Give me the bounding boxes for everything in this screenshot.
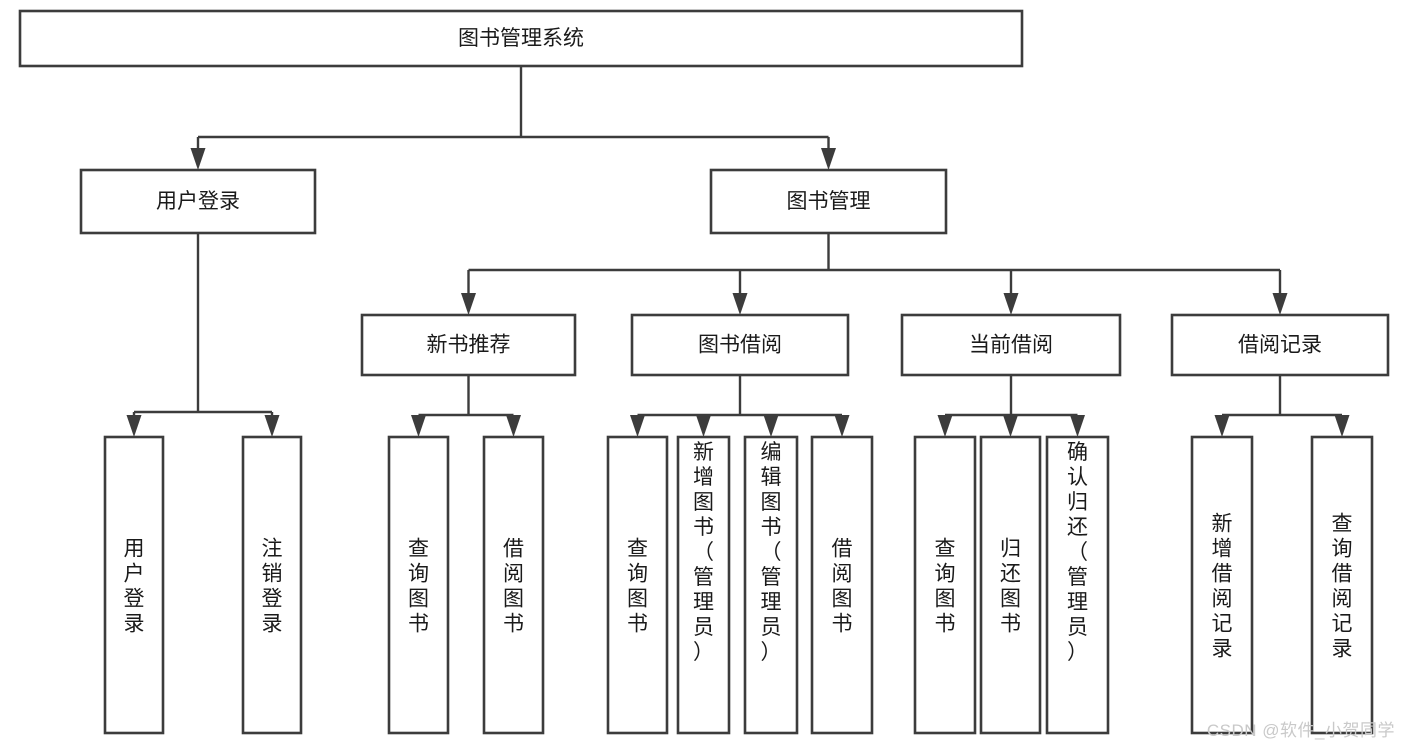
node-current-borrow-box[interactable] [900, 313, 1122, 377]
node-leaf-query-book-rec-box[interactable] [387, 435, 450, 735]
node-leaf-confirm-return-admin-box[interactable] [1045, 435, 1110, 735]
node-root[interactable]: 图书管理系统 [18, 9, 1024, 68]
node-leaf-borrow-book-label: 借阅图书 [832, 538, 853, 636]
node-leaf-confirm-return-admin-label: 确认归还（管理员） [1067, 441, 1088, 664]
node-leaf-add-book-admin[interactable]: 新增图书（管理员） [676, 435, 731, 735]
watermark-text: CSDN @软件_小贺同学 [1206, 721, 1395, 740]
node-leaf-query-borrow-record[interactable]: 查询借阅记录 [1310, 435, 1374, 735]
connector-book-manage-to-current-borrow-arrowhead-icon [1003, 293, 1019, 315]
node-leaf-edit-book-admin-box[interactable] [743, 435, 799, 735]
node-leaf-borrow-book-rec-label: 借阅图书 [503, 538, 524, 636]
node-leaf-query-book-current[interactable]: 查询图书 [913, 435, 977, 735]
connector-user-login-to-leaf-logout-arrowhead-icon [264, 415, 280, 437]
connector-book-borrow-to-leaf-query-book-borrow-arrowhead-icon [630, 415, 645, 437]
connector-book-manage-to-borrow-record-arrowhead-icon [1272, 293, 1288, 315]
node-leaf-query-book-current-box[interactable] [913, 435, 977, 735]
node-leaf-add-book-admin-box[interactable] [676, 435, 731, 735]
node-leaf-borrow-book-rec-box[interactable] [482, 435, 545, 735]
node-leaf-query-book-borrow-label: 查询图书 [627, 538, 648, 636]
node-leaf-add-borrow-record-label: 新增借阅记录 [1212, 513, 1233, 661]
node-leaf-logout-label: 注销登录 [262, 538, 283, 636]
node-leaf-return-book[interactable]: 归还图书 [979, 435, 1042, 735]
node-current-borrow[interactable]: 当前借阅 [900, 313, 1122, 377]
connector-layer [126, 66, 1350, 437]
node-leaf-user-login-box[interactable] [103, 435, 165, 735]
node-leaf-add-borrow-record-box[interactable] [1190, 435, 1254, 735]
node-book-manage[interactable]: 图书管理 [709, 168, 948, 235]
connector-new-book-recommend-to-leaf-borrow-book-rec-arrowhead-icon [506, 415, 521, 437]
node-leaf-query-book-borrow-box[interactable] [606, 435, 669, 735]
node-new-book-recommend-box[interactable] [360, 313, 577, 377]
connector-book-borrow-to-leaf-edit-book-admin-arrowhead-icon [763, 415, 779, 437]
node-leaf-borrow-book-box[interactable] [810, 435, 874, 735]
connector-borrow-record-to-leaf-query-borrow-record-arrowhead-icon [1334, 415, 1350, 437]
node-leaf-confirm-return-admin[interactable]: 确认归还（管理员） [1045, 435, 1110, 735]
node-leaf-return-book-box[interactable] [979, 435, 1042, 735]
node-leaf-user-login-label: 用户登录 [124, 538, 145, 636]
node-leaf-add-borrow-record[interactable]: 新增借阅记录 [1190, 435, 1254, 735]
node-leaf-edit-book-admin-label: 编辑图书（管理员） [761, 441, 782, 664]
node-layer: 图书管理系统用户登录图书管理新书推荐图书借阅当前借阅借阅记录用户登录注销登录查询… [18, 9, 1390, 735]
node-root-box[interactable] [18, 9, 1024, 68]
node-leaf-query-borrow-record-label: 查询借阅记录 [1332, 513, 1353, 661]
node-leaf-query-borrow-record-box[interactable] [1310, 435, 1374, 735]
connector-borrow-record-to-leaf-add-borrow-record-arrowhead-icon [1214, 415, 1230, 437]
node-user-login-label: 用户登录 [156, 190, 240, 213]
node-leaf-add-book-admin-label: 新增图书（管理员） [693, 441, 714, 664]
node-borrow-record[interactable]: 借阅记录 [1170, 313, 1390, 377]
connector-book-borrow-to-leaf-add-book-admin-arrowhead-icon [696, 415, 711, 437]
node-leaf-query-book-rec-label: 查询图书 [408, 538, 429, 636]
node-user-login-box[interactable] [79, 168, 317, 235]
node-book-borrow[interactable]: 图书借阅 [630, 313, 850, 377]
connector-current-borrow-to-leaf-query-book-current-arrowhead-icon [937, 415, 953, 437]
connector-current-borrow-to-leaf-return-book-arrowhead-icon [1003, 415, 1018, 437]
node-current-borrow-label: 当前借阅 [969, 334, 1053, 357]
connector-current-borrow-to-leaf-confirm-return-admin-arrowhead-icon [1070, 415, 1085, 437]
connector-book-manage-to-new-book-recommend-arrowhead-icon [461, 293, 476, 315]
node-leaf-edit-book-admin[interactable]: 编辑图书（管理员） [743, 435, 799, 735]
node-book-manage-label: 图书管理 [787, 190, 871, 213]
node-leaf-query-book-rec[interactable]: 查询图书 [387, 435, 450, 735]
connector-user-login-to-leaf-user-login-arrowhead-icon [126, 415, 142, 437]
node-new-book-recommend-label: 新书推荐 [427, 334, 511, 357]
node-leaf-query-book-borrow[interactable]: 查询图书 [606, 435, 669, 735]
node-leaf-borrow-book[interactable]: 借阅图书 [810, 435, 874, 735]
node-leaf-logout[interactable]: 注销登录 [241, 435, 303, 735]
node-book-borrow-box[interactable] [630, 313, 850, 377]
connector-book-borrow-to-leaf-borrow-book-arrowhead-icon [834, 415, 850, 437]
node-leaf-borrow-book-rec[interactable]: 借阅图书 [482, 435, 545, 735]
node-leaf-user-login[interactable]: 用户登录 [103, 435, 165, 735]
node-book-manage-box[interactable] [709, 168, 948, 235]
node-new-book-recommend[interactable]: 新书推荐 [360, 313, 577, 377]
node-book-borrow-label: 图书借阅 [698, 334, 782, 357]
node-leaf-return-book-label: 归还图书 [1000, 538, 1021, 636]
connector-root-to-book-manage-arrowhead-icon [821, 148, 836, 170]
node-borrow-record-box[interactable] [1170, 313, 1390, 377]
connector-book-manage-to-book-borrow-arrowhead-icon [732, 293, 748, 315]
connector-new-book-recommend-to-leaf-query-book-rec-arrowhead-icon [411, 415, 426, 437]
node-leaf-query-book-current-label: 查询图书 [935, 538, 956, 636]
connector-root-to-user-login-arrowhead-icon [190, 148, 206, 170]
node-root-label: 图书管理系统 [458, 27, 584, 50]
node-leaf-logout-box[interactable] [241, 435, 303, 735]
node-user-login[interactable]: 用户登录 [79, 168, 317, 235]
node-borrow-record-label: 借阅记录 [1238, 334, 1322, 357]
